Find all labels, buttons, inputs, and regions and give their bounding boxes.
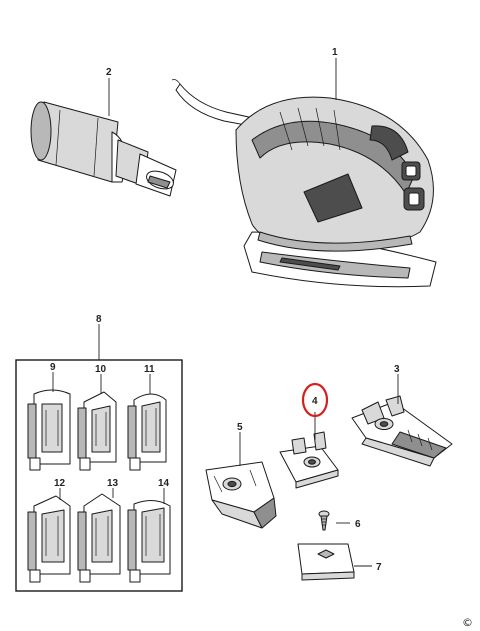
part-10-attachment	[77, 391, 117, 471]
callout-5: 5	[237, 422, 243, 433]
copyright-mark: ©	[462, 616, 473, 629]
part-2-dust-canister	[30, 101, 177, 197]
part-7-square-pad	[297, 543, 355, 581]
callout-2: 2	[106, 67, 112, 78]
callout-4: 4	[312, 396, 318, 407]
callout-6: 6	[355, 519, 361, 530]
part-3-sanding-pad	[351, 395, 453, 467]
leader-lines	[52, 58, 399, 567]
part-14-attachment	[127, 500, 171, 583]
part-4-clamp-plate	[279, 431, 339, 489]
part-6-screw	[318, 510, 330, 531]
callout-13: 13	[107, 478, 119, 489]
callout-11: 11	[144, 364, 155, 375]
callout-9: 9	[50, 362, 56, 373]
part-11-attachment	[127, 393, 167, 471]
callout-14: 14	[158, 478, 170, 489]
callout-1: 1	[332, 47, 338, 58]
callout-8: 8	[96, 314, 102, 325]
part-1-sander-body	[171, 79, 437, 288]
part-12-attachment	[27, 495, 71, 583]
callout-12: 12	[54, 478, 66, 489]
part-13-attachment	[77, 493, 121, 583]
callout-4-highlight-circle	[301, 382, 329, 418]
part-5-finger-attachment	[205, 461, 277, 529]
callout-3: 3	[394, 364, 400, 375]
callout-10: 10	[95, 364, 107, 375]
callout-7: 7	[376, 562, 382, 573]
part-9-attachment	[27, 389, 71, 471]
